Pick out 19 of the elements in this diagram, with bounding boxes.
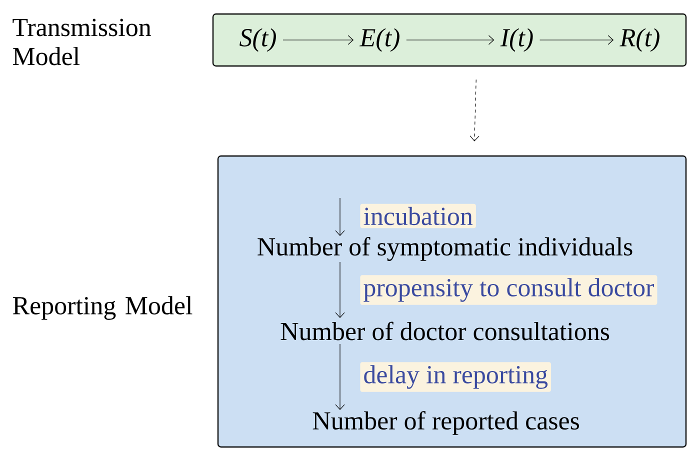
state-label: I(t): [500, 28, 533, 52]
arrow: [335, 262, 345, 318]
model-heading: Transmission Model: [12, 18, 152, 66]
count-label: Number of reported cases: [312, 411, 579, 435]
model-heading: Reporting Model: [12, 296, 192, 320]
edge-label: incubation: [360, 204, 476, 228]
state-label: E(t): [360, 28, 400, 52]
arrow: [282, 35, 354, 45]
arrow: [335, 198, 345, 236]
arrow: [540, 35, 614, 45]
arrow: [470, 79, 480, 142]
arrow: [335, 344, 345, 410]
state-label: S(t): [240, 28, 276, 52]
count-label: Number of doctor consultations: [280, 322, 610, 340]
state-label: R(t): [620, 28, 660, 52]
arrow: [406, 35, 494, 45]
edge-label: delay in reporting: [360, 362, 552, 392]
count-label: Number of symptomatic individuals: [258, 237, 632, 261]
edge-label: propensity to consult doctor: [360, 275, 658, 305]
